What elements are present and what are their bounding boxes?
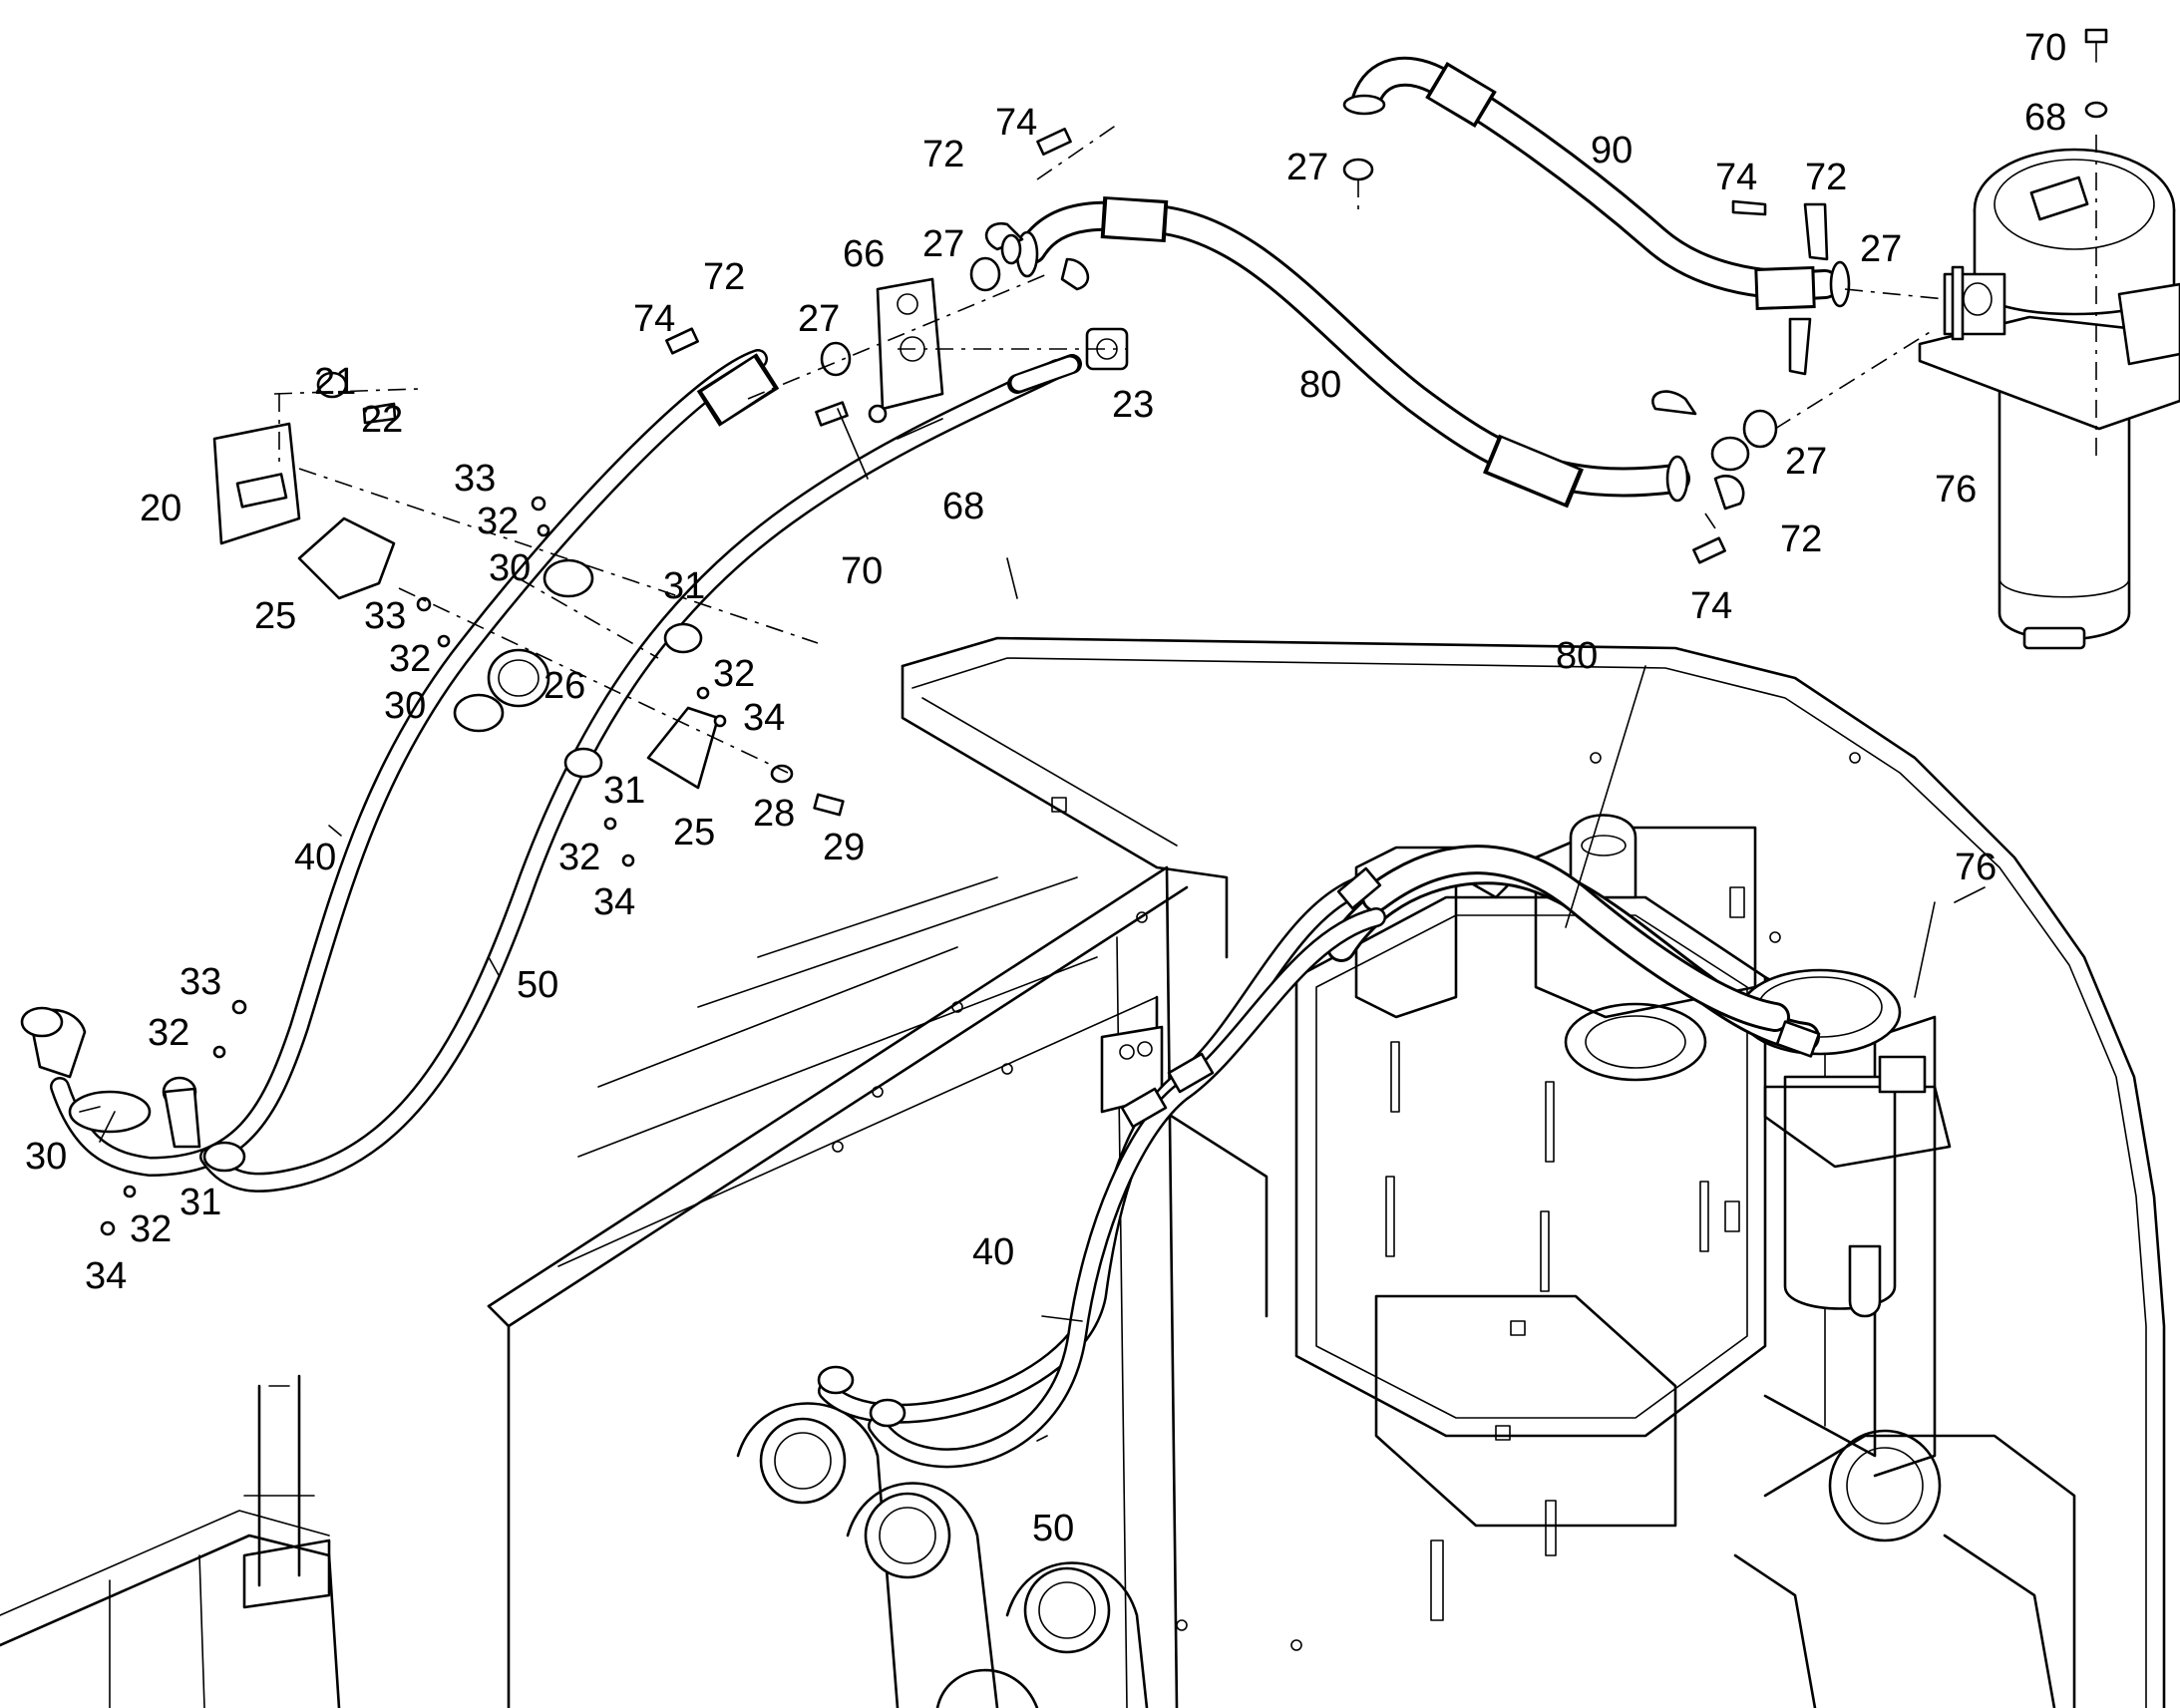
callout-33-a: 33 [454, 458, 496, 500]
callout-23: 23 [1112, 384, 1154, 426]
callout-50-exploded: 50 [517, 964, 558, 1006]
callout-21: 21 [314, 361, 356, 403]
callout-68-mid: 68 [942, 486, 984, 527]
callout-31-a: 31 [663, 565, 705, 607]
callout-27-left: 27 [798, 298, 840, 340]
hoses-40-50-exploded [20, 327, 1129, 1193]
callout-32-b: 32 [389, 638, 431, 680]
callout-80-installed: 80 [1556, 635, 1598, 677]
callout-20: 20 [140, 488, 182, 529]
leader-lines [79, 408, 1986, 1442]
installed-hoses [817, 845, 1821, 1469]
callout-74-lower: 74 [1690, 585, 1732, 627]
callout-34-a: 34 [743, 697, 785, 739]
callout-74-left: 74 [633, 298, 675, 340]
callout-30-a: 30 [489, 547, 531, 589]
callout-72-top: 72 [922, 134, 964, 175]
callout-32-a: 32 [477, 501, 519, 542]
callout-25-b: 25 [673, 812, 715, 854]
callout-50-installed: 50 [1032, 1508, 1074, 1549]
callout-33-c: 33 [180, 961, 221, 1003]
callout-26: 26 [544, 665, 585, 707]
callout-32-f: 32 [130, 1208, 172, 1250]
callout-90: 90 [1591, 130, 1633, 171]
callout-33-b: 33 [364, 595, 406, 637]
callout-31-b: 31 [603, 770, 645, 812]
callout-34-b: 34 [593, 881, 635, 923]
center-lines [273, 124, 1946, 774]
callout-68-top: 68 [2024, 97, 2066, 139]
callout-28: 28 [753, 793, 795, 835]
callout-40-exploded: 40 [294, 837, 336, 878]
callout-76-exploded: 76 [1935, 469, 1977, 511]
callout-27-right: 27 [1860, 228, 1902, 270]
callout-27-hose90: 27 [1286, 147, 1328, 188]
callout-76-installed: 76 [1955, 847, 1997, 888]
callout-80-exploded: 80 [1299, 364, 1341, 406]
callout-numbers: 70 68 74 72 27 90 74 72 27 66 27 72 74 2… [25, 27, 2066, 1549]
callout-72-lower: 72 [1780, 518, 1822, 560]
callout-30-c: 30 [25, 1136, 67, 1178]
callout-25-a: 25 [254, 595, 296, 637]
brackets-clamps [68, 128, 1778, 1236]
callout-27-lower: 27 [1785, 441, 1827, 483]
callout-72-right: 72 [1805, 157, 1847, 198]
callout-32-d: 32 [558, 837, 600, 878]
callout-74-right: 74 [1715, 157, 1757, 198]
callout-70-top: 70 [2024, 27, 2066, 69]
callout-34-c: 34 [85, 1255, 127, 1297]
hose-90-exploded [1342, 56, 1851, 376]
hose-80-exploded [984, 196, 1750, 511]
callout-27-plate66: 27 [922, 223, 964, 265]
callout-74-top: 74 [995, 102, 1037, 144]
callout-31-c: 31 [180, 1182, 221, 1223]
callout-66: 66 [843, 233, 885, 275]
callout-29: 29 [823, 827, 865, 868]
callout-32-c: 32 [713, 653, 755, 695]
callout-22: 22 [361, 399, 403, 441]
hydraulic-tank-76 [1918, 28, 2180, 650]
callout-32-e: 32 [148, 1012, 189, 1054]
callout-40-installed: 40 [972, 1231, 1014, 1273]
callout-30-b: 30 [384, 685, 426, 727]
callout-70-mid: 70 [841, 550, 883, 592]
callout-72-left: 72 [703, 256, 745, 298]
